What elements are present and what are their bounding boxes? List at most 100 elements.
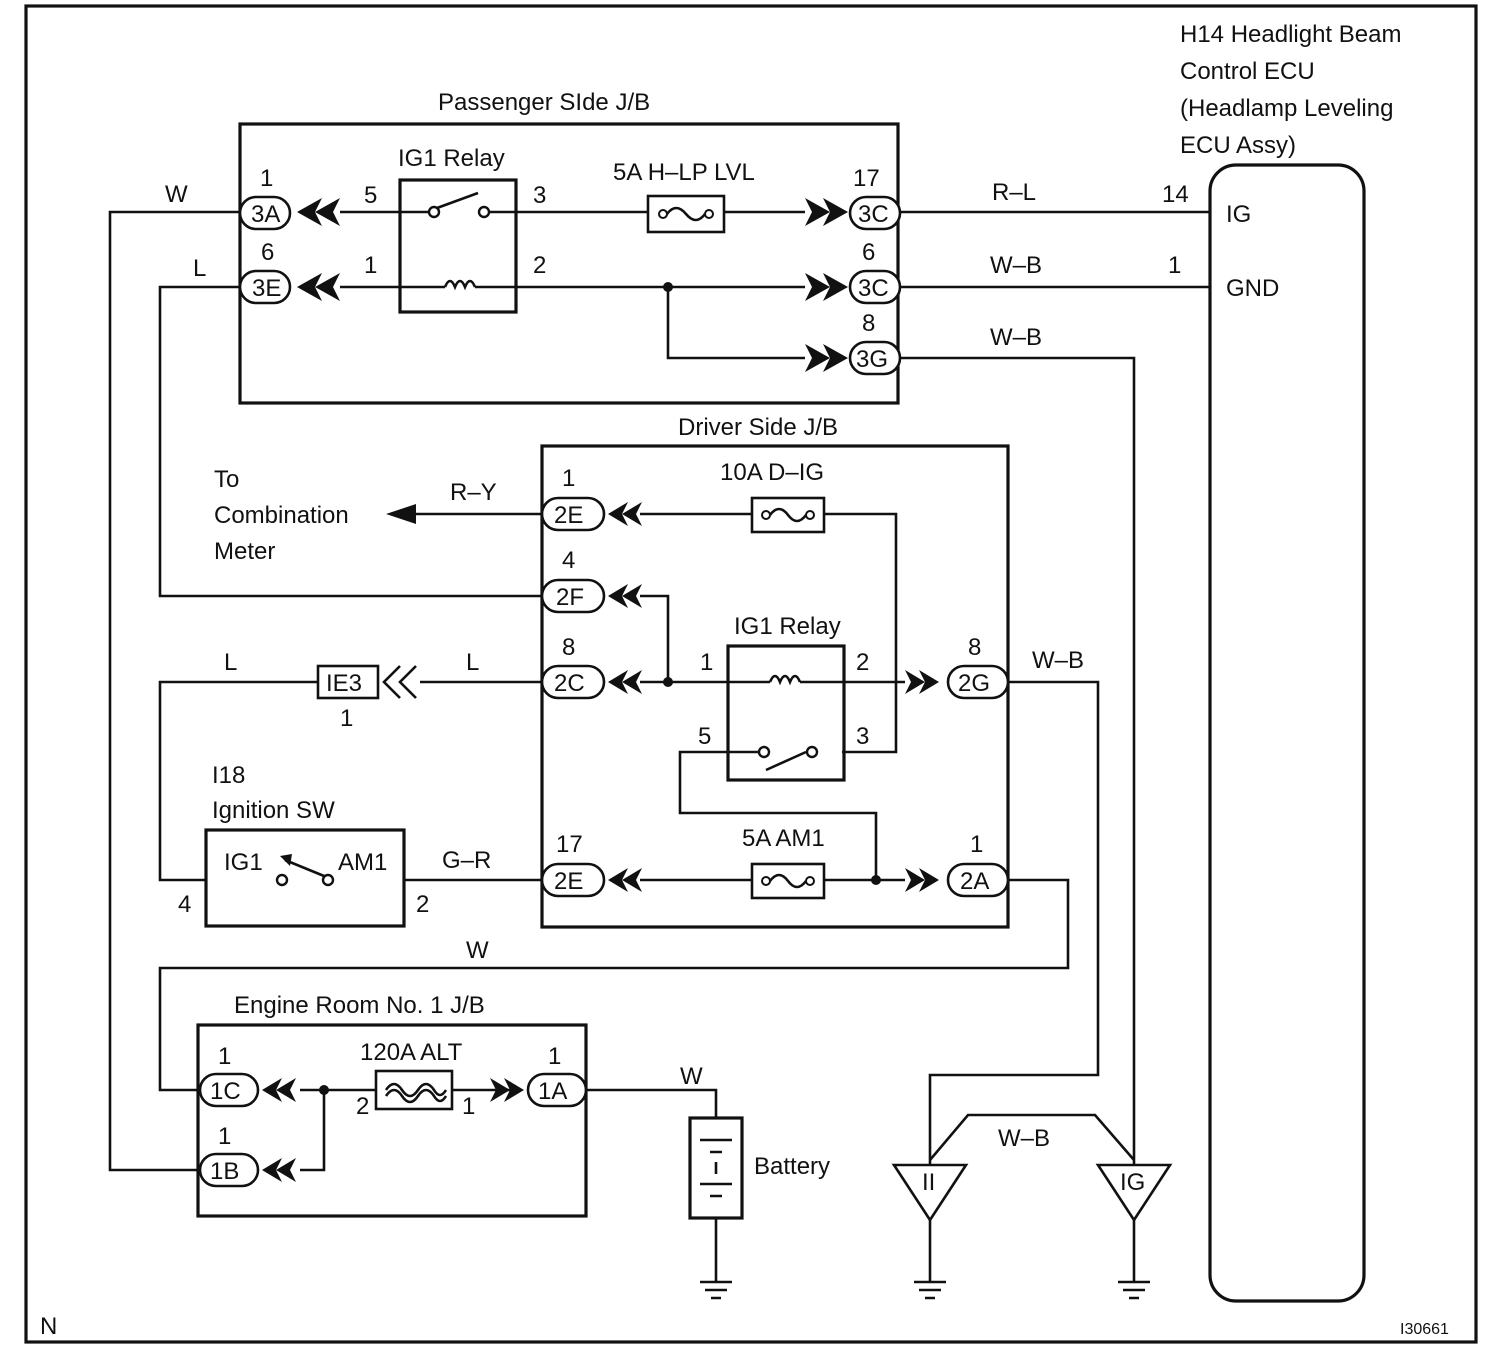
connector-3g (848, 340, 902, 376)
connector-arrow-icon (805, 198, 848, 226)
connector-3c-17 (848, 195, 902, 231)
ecu-title-line: H14 Headlight Beam (1180, 21, 1401, 48)
wires (108, 210, 1210, 1282)
connector-pin: 1 (548, 1043, 561, 1070)
driver-relay-title: IG1 Relay (734, 613, 841, 640)
ecu-title-line: ECU Assy) (1180, 132, 1296, 159)
connector-id: IE3 (326, 670, 362, 697)
relay-contact (757, 745, 771, 759)
ground-icon (700, 1280, 732, 1300)
wire-relay5-am1 (678, 750, 878, 880)
wire-2f-branch (640, 594, 670, 682)
connector-arrow-icon (490, 1078, 524, 1102)
driver-relay-box (726, 644, 846, 782)
connector-id: 2A (960, 868, 989, 895)
wire-l-3e-2f (158, 285, 542, 598)
wire-label: W (165, 181, 188, 208)
connector-2e-1 (540, 496, 606, 532)
ecu-pin-label: IG (1226, 201, 1251, 228)
ground-point-label: II (922, 1169, 935, 1196)
ground-point-ig-icon (1095, 1163, 1173, 1223)
connector-id: 2E (554, 502, 583, 529)
ignition-am1-label: AM1 (338, 849, 387, 876)
relay-pin-label: 3 (533, 182, 546, 209)
connector-arrow-icon (262, 1158, 296, 1182)
connector-pin: 8 (562, 634, 575, 661)
combination-meter-line: Combination (214, 502, 349, 529)
wire-w-2a-1c (158, 878, 1070, 1092)
ground-icon (914, 1280, 946, 1300)
connector-pin: 1 (260, 165, 273, 192)
fuse-element (384, 1082, 448, 1098)
connector-2e-17 (540, 862, 606, 898)
relay-switch-blade (436, 191, 479, 210)
connector-arrow-icon (608, 670, 642, 694)
wire-1a-battery (586, 1088, 718, 1118)
fuse-terminal (704, 209, 714, 219)
wire-wb-2g-ground (928, 680, 1100, 1165)
connector-pin: 6 (261, 239, 274, 266)
fuse-hlp-lvl-label: 5A H–LP LVL (613, 159, 755, 186)
ecu-title-line: (Headlamp Leveling (1180, 95, 1393, 122)
relay-pin-label: 5 (698, 723, 711, 750)
battery-label: Battery (754, 1153, 830, 1180)
ignition-pin-label: 2 (416, 891, 429, 918)
connector-pin: 1 (562, 465, 575, 492)
passenger-jb-title: Passenger SIde J/B (438, 89, 650, 116)
passenger-relay-title: IG1 Relay (398, 145, 505, 172)
ecu-pin-number: 1 (1168, 252, 1181, 279)
junction-dot (319, 1085, 329, 1095)
relay-coil-icon (443, 279, 477, 291)
connector-id: 1A (538, 1078, 567, 1105)
relay-contact (477, 205, 491, 219)
wire-label: R–Y (450, 479, 497, 506)
engine-jb-title: Engine Room No. 1 J/B (234, 992, 485, 1019)
wire-label: W–B (990, 252, 1042, 279)
connector-pin: 1 (218, 1043, 231, 1070)
fuse-alt-icon (374, 1069, 454, 1111)
switch-contact (321, 873, 335, 887)
connector-arrow-icon (805, 273, 848, 301)
wire-branch-3g (666, 287, 805, 360)
wire-label: L (193, 255, 206, 282)
fuse-terminal (761, 876, 771, 886)
connector-1a (526, 1072, 588, 1108)
fuse-terminal (805, 510, 815, 520)
fuse-pin-label: 1 (462, 1093, 475, 1120)
ignition-switch-box (204, 828, 406, 928)
relay-switch-blade (765, 750, 807, 772)
passenger-jb-box (238, 122, 900, 405)
ignition-switch-title: Ignition SW (212, 797, 335, 824)
fuse-alt-label: 120A ALT (360, 1039, 463, 1066)
wire-label: L (224, 649, 237, 676)
connector-pin: 8 (968, 634, 981, 661)
fuse-am1-label: 5A AM1 (742, 825, 825, 852)
connector-1b (198, 1152, 260, 1188)
fuse-terminal (761, 510, 771, 520)
ignition-switch: I18 Ignition SW IG1 AM1 4 2 (178, 762, 429, 928)
driver-side-jb: Driver Side J/B 10A D–IG IG1 Relay 1 2 5… (540, 414, 1010, 929)
connector-pin: 8 (862, 310, 875, 337)
combination-meter-pointer: To Combination Meter (214, 466, 416, 565)
connector-arrow-icon (905, 670, 939, 694)
wire-dig-fuse-relay3 (640, 512, 898, 754)
wire-label: W (680, 1063, 703, 1090)
switch-contact (275, 873, 289, 887)
junction-dot (663, 282, 673, 292)
connector-ie3: IE3 1 (316, 664, 417, 732)
connector-3a (238, 195, 292, 231)
relay-pin-label: 1 (364, 252, 377, 279)
wire-label: W–B (998, 1125, 1050, 1152)
fuse-element (384, 1088, 448, 1104)
connector-id: 3E (252, 275, 281, 302)
ground-point-label: IG (1120, 1169, 1145, 1196)
junction-dots (319, 282, 881, 1095)
ignition-switch-code: I18 (212, 762, 245, 789)
connector-arrow-icon (297, 273, 340, 301)
relay-coil-icon (768, 674, 802, 686)
combination-meter-line: To (214, 466, 239, 493)
connector-id: 1B (210, 1158, 239, 1185)
connector-chevron-icon (382, 665, 417, 699)
connector-id: 3C (858, 275, 889, 302)
